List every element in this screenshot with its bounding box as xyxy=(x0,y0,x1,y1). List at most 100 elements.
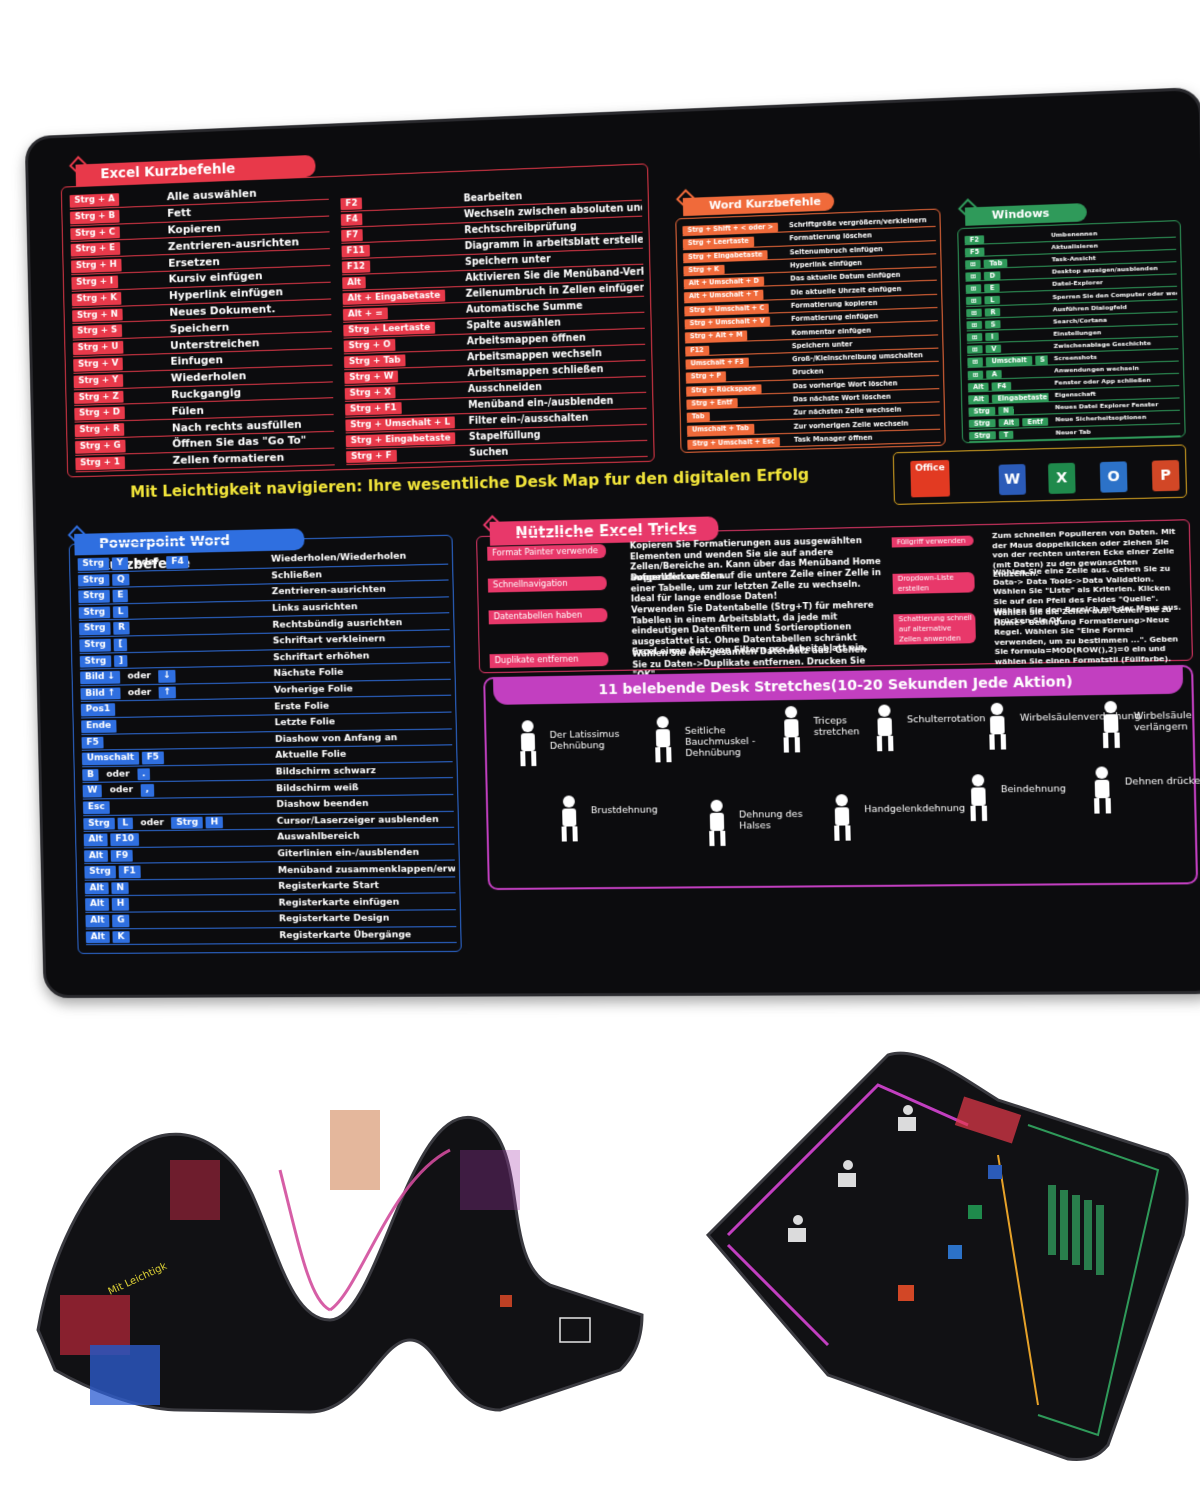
key-chip: Alt + Eingabetaste xyxy=(342,289,446,305)
key-chip: ⊞ xyxy=(967,345,984,355)
key-chip: Strg + I xyxy=(71,275,119,290)
shortcut-keys: Strg + S xyxy=(72,322,164,339)
shortcut-desc: Neuer Tab xyxy=(1055,428,1092,437)
key-chip: Esc xyxy=(82,801,110,814)
shortcut-keys: Ende xyxy=(81,716,269,733)
trick-label: Füllgriff verwenden xyxy=(891,535,974,548)
key-chip: Alt xyxy=(84,882,109,895)
shortcut-desc: Fenster oder App schließen xyxy=(1054,376,1151,387)
stretch-label: Brustdehnung xyxy=(590,804,658,817)
shortcut-desc: Datei-Explorer xyxy=(1052,279,1103,289)
word-box: Strg + Shift + < oder >Schriftgröße verg… xyxy=(675,208,946,454)
shortcut-desc: Erste Folie xyxy=(274,700,330,713)
key-chip: ⊞ xyxy=(965,259,982,269)
key-chip: ] xyxy=(113,654,128,668)
shortcut-desc: Bildschirm schwarz xyxy=(275,765,376,778)
key-chip: R xyxy=(113,622,130,635)
shortcut-keys: Strg + F xyxy=(346,447,463,464)
key-chip: D xyxy=(984,271,1001,280)
shortcut-keys: Strg + I xyxy=(71,273,163,290)
shortcut-keys: Pos1 xyxy=(80,700,269,717)
key-chip: Strg + W xyxy=(344,370,399,385)
key-chip: Strg + H xyxy=(71,258,122,274)
key-chip: Strg xyxy=(78,606,111,620)
key-chip: Strg xyxy=(969,431,996,441)
key-chip: Y xyxy=(111,557,129,570)
key-chip: N xyxy=(997,406,1014,415)
key-chip: , xyxy=(140,784,154,797)
key-chip: ⊞ xyxy=(967,357,984,367)
key-chip: I xyxy=(985,332,999,342)
key-chip: ⊞ xyxy=(965,271,982,281)
shortcut-keys: Strg + Umschalt + L xyxy=(345,415,462,432)
key-chip: L xyxy=(984,295,1000,305)
shortcut-keys: Strg + G xyxy=(74,437,167,454)
key-chip: Strg + O xyxy=(343,338,396,353)
shortcut-keys: Esc xyxy=(82,798,271,814)
key-chip: Strg + 1 xyxy=(75,456,125,470)
or-text: oder xyxy=(109,784,134,796)
key-chip: B xyxy=(82,768,99,782)
stretch-figure-icon xyxy=(970,774,988,822)
key-chip: Eingabetaste xyxy=(992,392,1049,403)
office-logo-icon: Office xyxy=(910,459,950,498)
shortcut-keys: F5 xyxy=(81,733,269,749)
key-chip: Alt xyxy=(83,833,108,847)
key-chip: ⊞ xyxy=(965,284,982,293)
key-chip: R xyxy=(985,308,1001,317)
stretch-box: 11 belebende Desk Stretches(10-20 Sekund… xyxy=(483,664,1200,891)
key-chip: ↓ xyxy=(158,670,176,683)
shortcut-desc: Registerkarte Design xyxy=(278,913,390,925)
key-chip: F10 xyxy=(110,833,139,846)
shortcut-keys: Strg + V xyxy=(73,355,165,372)
key-chip: F9 xyxy=(110,849,134,863)
shortcut-desc: Zentrieren-ausrichten xyxy=(271,584,387,598)
shortcut-desc: Desktop anzeigen/ausblenden xyxy=(1051,265,1158,277)
key-chip: F12 xyxy=(341,260,371,274)
key-chip: Strg xyxy=(84,865,116,879)
shortcut-keys: Strg + X xyxy=(344,383,462,400)
stretch-figure-icon xyxy=(655,716,672,763)
key-chip: Strg xyxy=(171,816,204,829)
shortcut-desc: Search/Cortana xyxy=(1052,316,1108,326)
shortcut-desc: Schriftart erhöhen xyxy=(273,650,370,664)
shortcut-desc: Cursor/Laserzeiger ausblenden xyxy=(276,813,439,827)
key-chip: F2 xyxy=(964,234,985,244)
key-chip: Strg + V xyxy=(73,357,124,372)
key-chip: Strg + Y xyxy=(73,373,124,388)
key-chip: K xyxy=(112,930,130,944)
key-chip: Alt xyxy=(342,276,367,290)
shortcut-keys: Strg + R xyxy=(74,421,167,438)
shortcut-desc: Drucken xyxy=(792,367,824,377)
or-text: oder xyxy=(127,670,152,682)
key-chip: Tab xyxy=(686,412,710,423)
stretch-figure-icon xyxy=(989,702,1007,750)
rolled-mat-photo xyxy=(705,1051,1189,1461)
trick-label: Schnellnavigation xyxy=(487,576,607,593)
key-chip: ⊞ xyxy=(966,320,983,330)
shortcut-desc: Registerkarte einfügen xyxy=(278,896,400,909)
shortcut-keys: Strg + Tab xyxy=(343,352,461,369)
key-chip: Strg + P xyxy=(685,371,727,383)
or-text: oder xyxy=(140,816,164,828)
shortcut-desc: Rechtsbündig ausrichten xyxy=(272,616,403,631)
stretch-label: Wirbelsäule verlängern xyxy=(1133,709,1192,734)
stretch-figure-icon xyxy=(1102,700,1120,749)
shortcut-desc: Registerkarte Übergänge xyxy=(279,929,412,942)
